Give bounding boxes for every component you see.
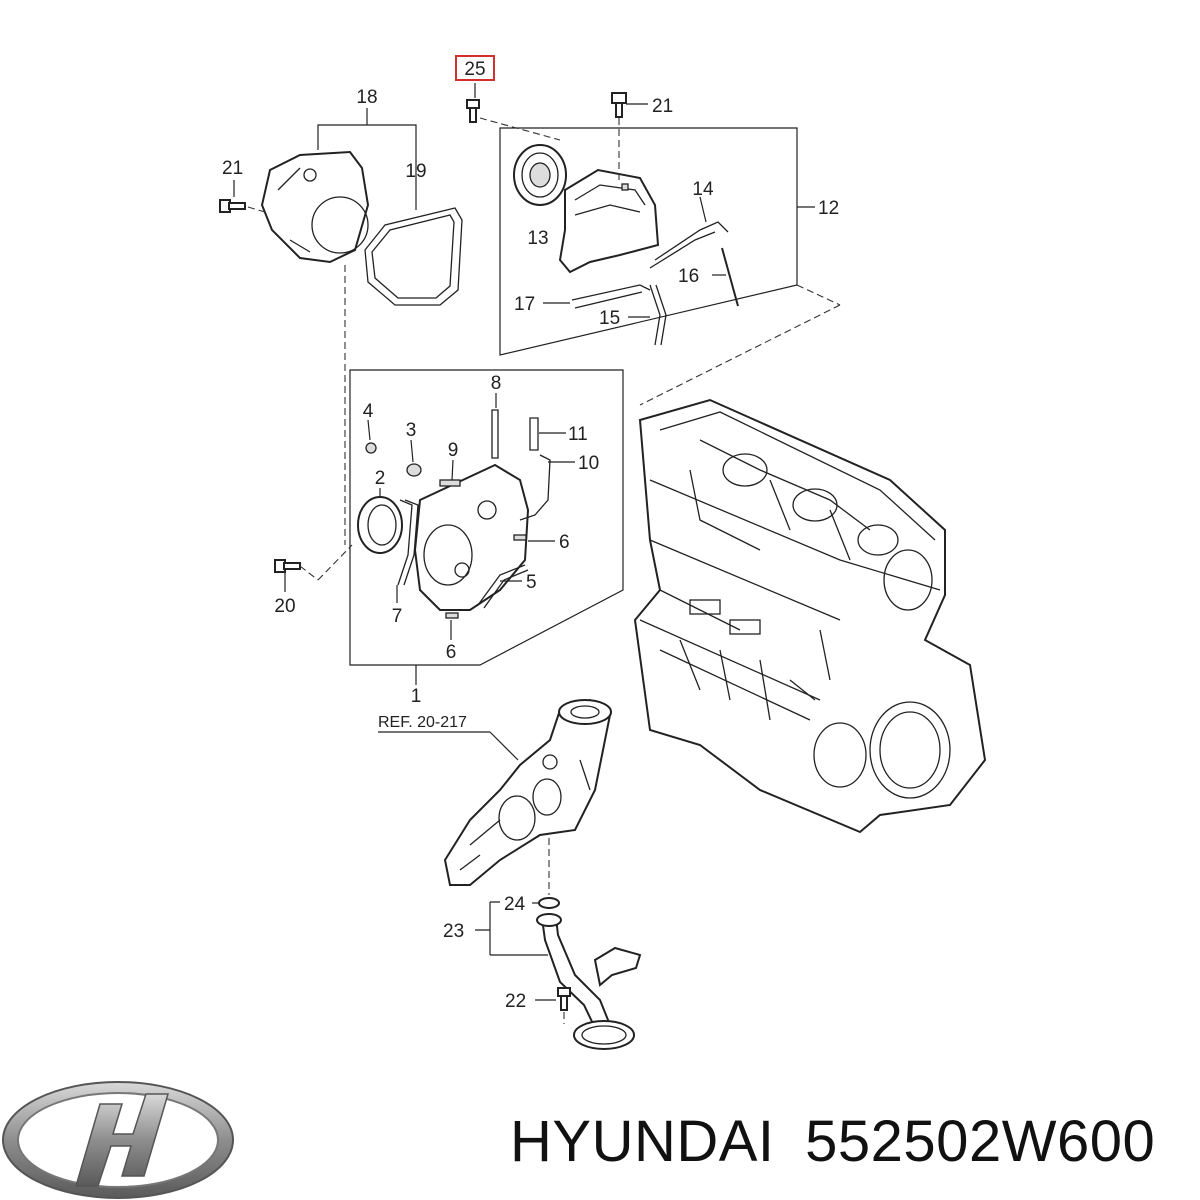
- callout-10[interactable]: 10: [578, 453, 599, 474]
- callout-15[interactable]: 15: [599, 308, 620, 329]
- callout-20[interactable]: 20: [274, 596, 295, 617]
- callout-23[interactable]: 23: [443, 921, 464, 942]
- callout-13[interactable]: 13: [527, 228, 548, 249]
- callout-22[interactable]: 22: [505, 991, 526, 1012]
- callout-19[interactable]: 19: [405, 161, 426, 182]
- callout-3[interactable]: 3: [406, 420, 417, 441]
- callout-8[interactable]: 8: [491, 373, 502, 394]
- bolt-21-top: [611, 92, 627, 118]
- timing-cover-group: [219, 108, 463, 545]
- timing-cover-gasket: [364, 207, 463, 306]
- part-number: 552502W600: [805, 1109, 1156, 1174]
- callout-21-top[interactable]: 21: [652, 96, 673, 117]
- callout-6-upper[interactable]: 6: [559, 532, 570, 553]
- highlight-box-25: [455, 55, 495, 81]
- front-case-group: [274, 369, 624, 685]
- callout-4[interactable]: 4: [363, 401, 374, 422]
- ref-label[interactable]: REF. 20-217: [378, 714, 467, 731]
- upper-cover-group: [466, 83, 841, 406]
- oil-pump-group: [378, 698, 612, 895]
- bolt-20: [274, 559, 301, 573]
- callout-11[interactable]: 11: [568, 424, 588, 445]
- callout-5[interactable]: 5: [526, 572, 537, 593]
- brand-part-label: HYUNDAI 552502W600: [510, 1108, 1155, 1175]
- callout-6-lower[interactable]: 6: [446, 642, 457, 663]
- bolt-21-left: [219, 199, 246, 213]
- callout-12[interactable]: 12: [818, 198, 839, 219]
- callout-25[interactable]: 25: [464, 59, 485, 80]
- hyundai-logo-icon: [2, 1081, 234, 1199]
- callout-21-left[interactable]: 21: [222, 158, 243, 179]
- callout-1[interactable]: 1: [411, 686, 422, 707]
- brand-name: HYUNDAI: [510, 1109, 775, 1174]
- oil-strainer-group: [475, 897, 642, 1050]
- callout-labels: 25 21 21 18 19 12 13 14 16 17 15 8 4 3 9…: [222, 59, 839, 1012]
- bolt-25: [466, 99, 480, 123]
- callout-2[interactable]: 2: [375, 468, 386, 489]
- engine-block: [633, 398, 987, 834]
- bolt-22: [557, 987, 571, 1011]
- callout-9[interactable]: 9: [448, 440, 459, 461]
- callout-14[interactable]: 14: [692, 179, 714, 200]
- callout-17[interactable]: 17: [514, 294, 535, 315]
- timing-cover-outer: [260, 150, 370, 264]
- callout-16[interactable]: 16: [678, 266, 699, 287]
- callout-24[interactable]: 24: [504, 894, 526, 915]
- callout-7[interactable]: 7: [392, 606, 403, 627]
- callout-18[interactable]: 18: [356, 87, 377, 108]
